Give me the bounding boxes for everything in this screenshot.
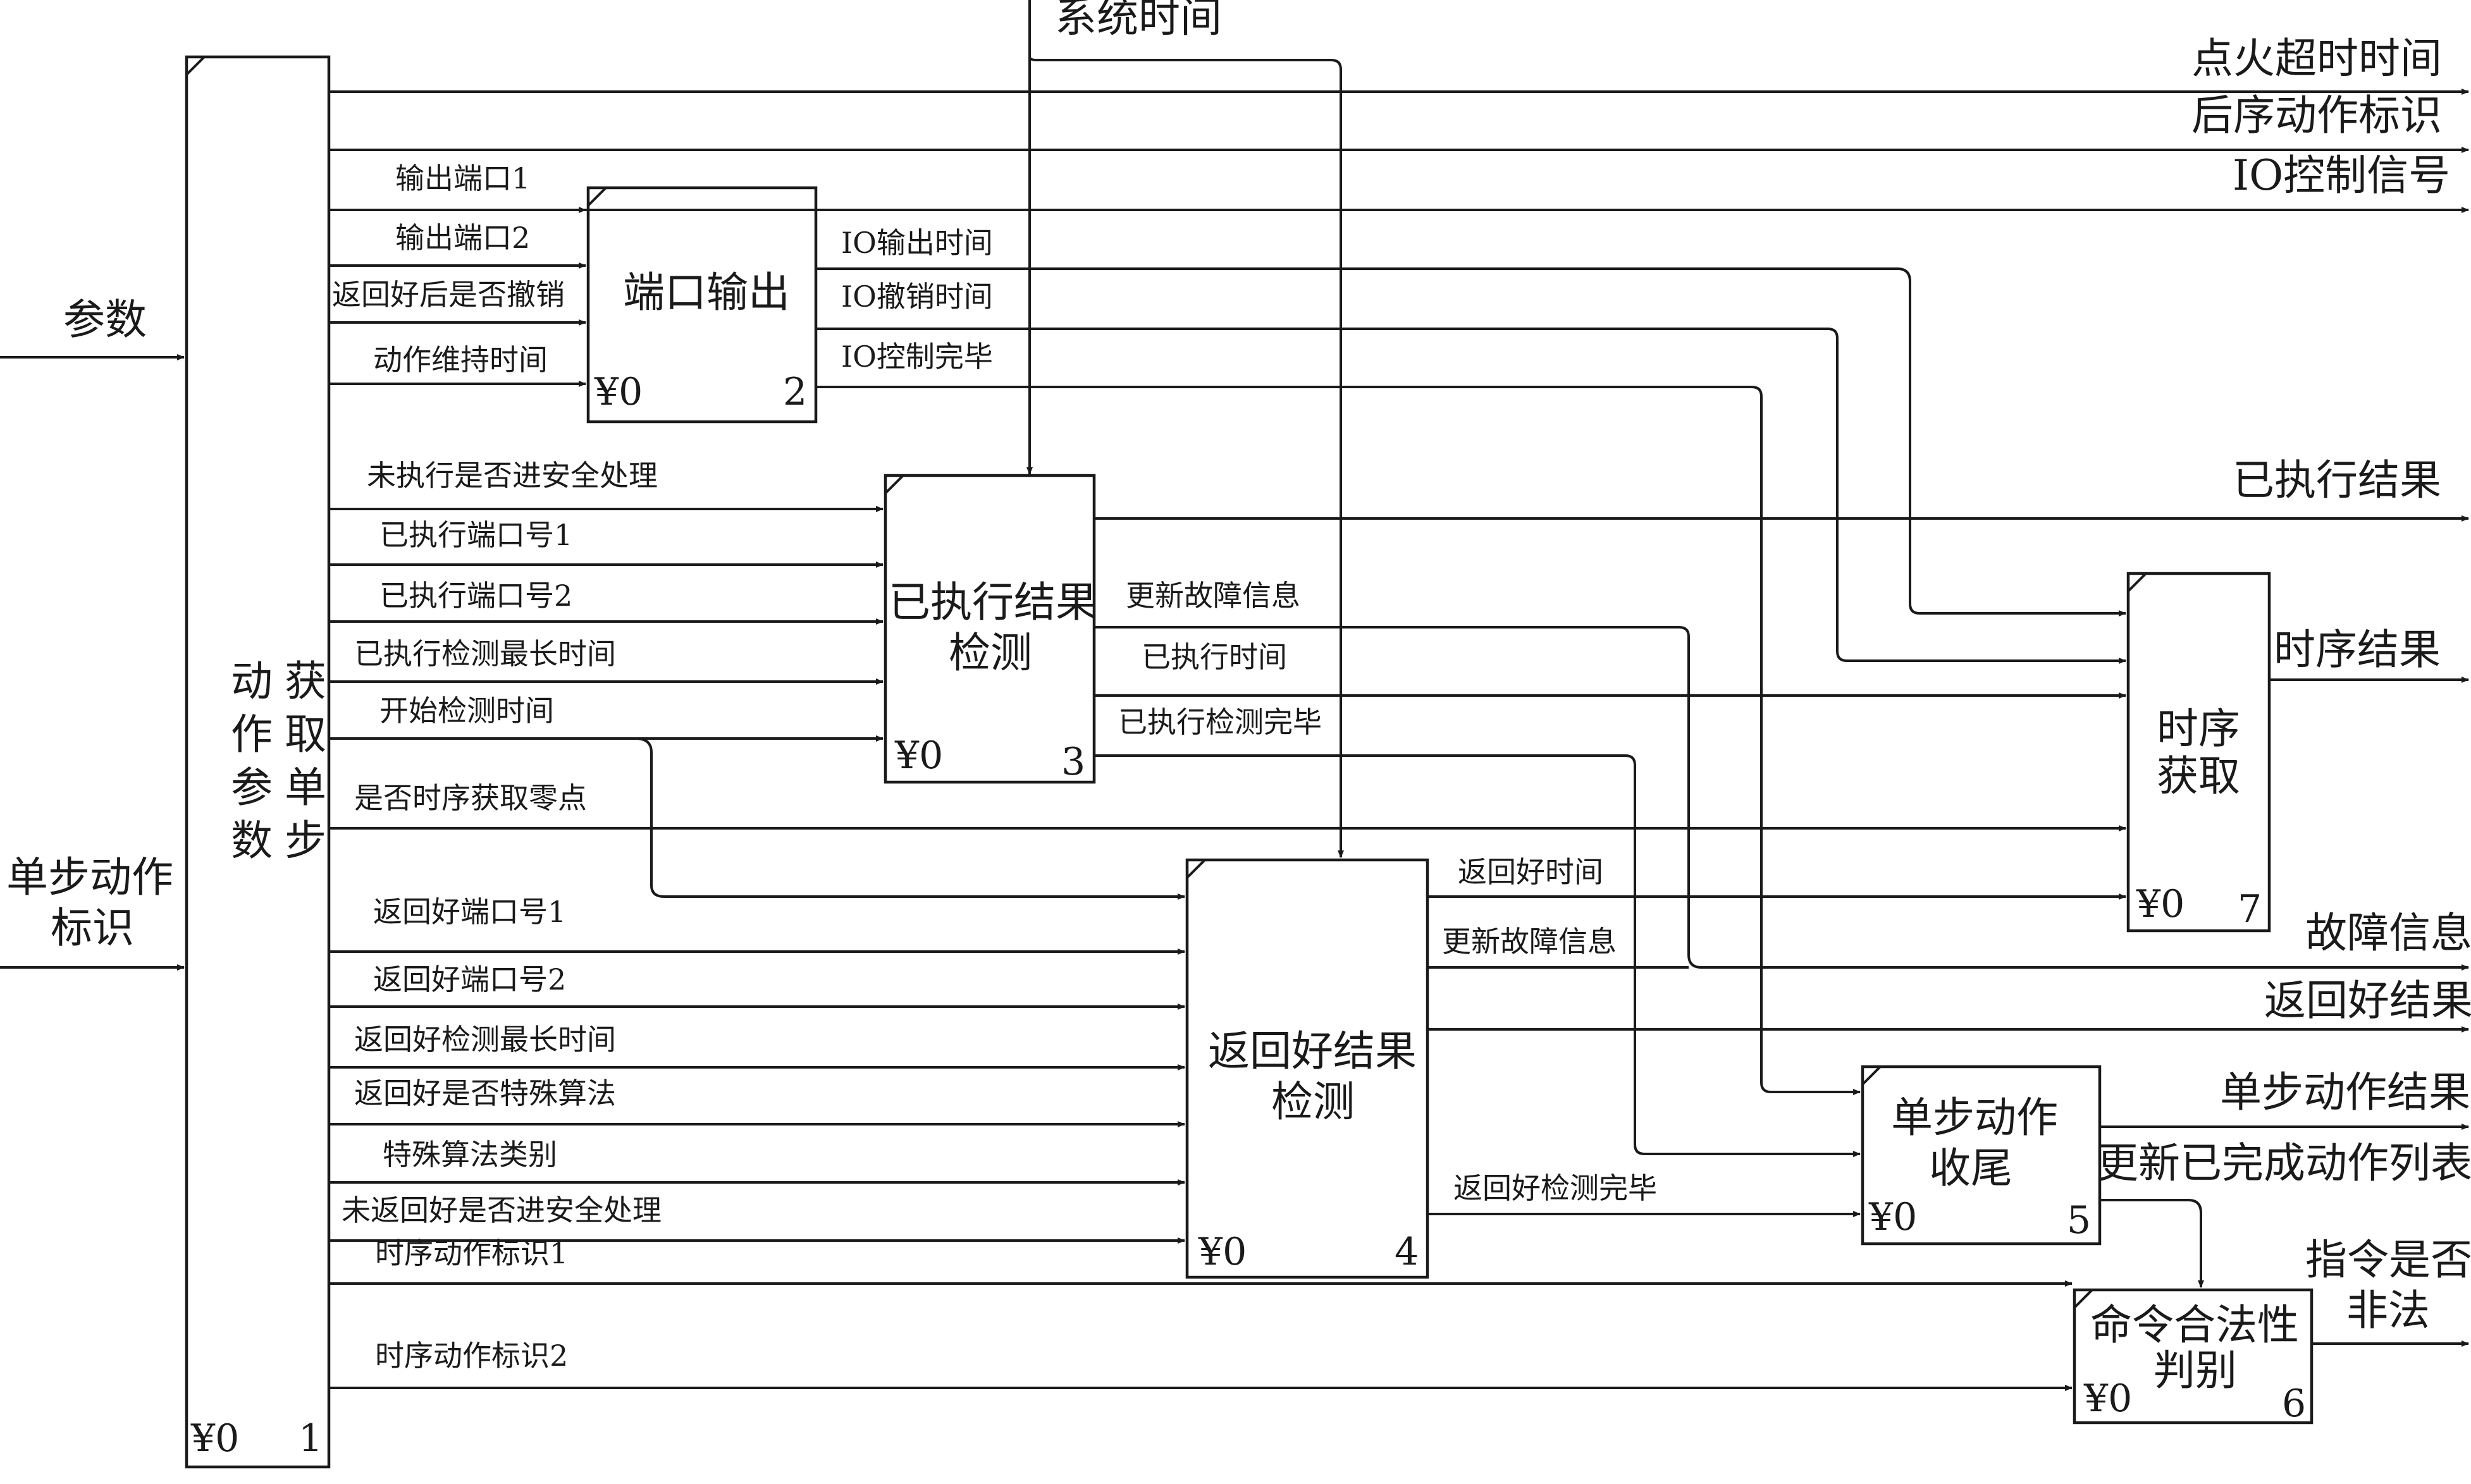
box1-to-box6: 时序动作标识1 时序动作标识2 [329,1236,2073,1391]
box-1: 获 取 单 步 动 作 参 数 ¥0 1 [185,55,340,1469]
label-start-detect-time: 开始检测时间 [379,694,554,728]
box6-tag: ¥0 [2083,1377,2132,1421]
label-unexec-safe: 未执行是否进安全处理 [367,458,658,493]
arrow-io-revoke-time [816,328,2126,664]
box6-title-1: 命令合法性 [2090,1301,2299,1349]
box4-outputs: 返回好时间 更新故障信息 故障信息 返回好结果 返回好检测完毕 [1427,855,2471,1217]
label-timing-zero: 是否时序获取零点 [354,781,587,815]
box6-outputs: 指令是否 非法 [2305,1236,2471,1347]
box1-num: 1 [299,1416,323,1461]
label-io-ctrl-signal: IO控制信号 [2233,151,2450,200]
box-6: 命令合法性 判别 ¥0 6 [2073,1288,2314,1426]
box2-tag: ¥0 [594,370,643,414]
box7-outputs: 时序结果 [2269,625,2469,683]
label-exec-port1: 已执行端口号1 [379,518,572,552]
label-fault-info: 故障信息 [2305,909,2471,957]
arrow-system-time-to-box4 [1028,56,1344,858]
box1-to-box4: 返回好端口号1 返回好端口号2 返回好检测最长时间 返回好是否特殊算法 特殊算法… [329,895,1185,1244]
box5-num: 5 [2067,1198,2091,1242]
box5-title-2: 收尾 [1929,1144,2012,1193]
arrow-io-out-time [816,267,2126,616]
label-cmd-illegal-1: 指令是否 [2305,1236,2471,1284]
label-exec-time: 已执行时间 [1142,640,1287,674]
box5-outputs: 单步动作结果 更新已完成动作列表 [2097,1068,2471,1288]
label-exec-detect-done: 已执行检测完毕 [1118,705,1322,739]
label-ignition-timeout: 点火超时时间 [2191,34,2442,83]
arrow-exec-detect-done [1094,754,1861,1157]
box7-title-1: 时序 [2157,704,2240,753]
label-action-hold-time: 动作维持时间 [373,343,548,377]
label-step-result: 单步动作结果 [2220,1068,2470,1117]
box6-title-2: 判别 [2154,1346,2237,1395]
box3-num: 3 [1061,740,1085,784]
arrow-start-detect-to-box4 [635,737,1185,900]
left-inputs: 参数 单步动作 标识 [0,295,185,971]
label-ret-max-time: 返回好检测最长时间 [354,1022,616,1057]
box-2: 端口输出 ¥0 2 [586,186,818,424]
box4-title-2: 检测 [1271,1077,1355,1126]
box7-tag: ¥0 [2136,882,2184,926]
label-io-ctrl-done: IO控制完毕 [841,340,993,374]
label-system-time: 系统时间 [1055,0,1222,42]
arrow-step-to-box6 [2100,1199,2204,1288]
box4-num: 4 [1395,1230,1419,1274]
box3-title-2: 检测 [949,629,1032,677]
box5-title-1: 单步动作 [1891,1093,2058,1142]
label-ret-time: 返回好时间 [1458,855,1603,889]
box1-tag: ¥0 [190,1416,239,1461]
box-7: 时序 获取 ¥0 7 [2126,572,2271,933]
box4-title-1: 返回好结果 [1208,1027,1417,1076]
label-update-done-list: 更新已完成动作列表 [2097,1139,2471,1187]
box3-outputs: 已执行结果 更新故障信息 已执行时间 已执行检测完毕 [1094,456,2469,1157]
system-time-control: 系统时间 [1026,0,1344,858]
box1-title-col1: 获 取 单 步 [285,657,340,865]
label-exec-max-time: 已执行检测最长时间 [354,637,616,671]
arrow-io-ctrl-done [816,386,1861,1095]
box7-title-2: 获取 [2157,752,2240,800]
label-update-fault-2: 更新故障信息 [1442,924,1617,959]
box2-outputs: IO输出时间 IO撤销时间 IO控制完毕 [816,226,2126,1095]
box2-num: 2 [783,370,807,414]
label-out-port2: 输出端口2 [395,221,530,255]
box-4: 返回好结果 检测 ¥0 4 [1185,858,1429,1279]
label-exec-port2: 已执行端口号2 [379,579,572,613]
label-ret-result: 返回好结果 [2264,976,2471,1025]
label-timing-flag1: 时序动作标识1 [375,1236,568,1270]
label-cmd-illegal-2: 非法 [2346,1286,2430,1335]
box1-title-col2: 动 作 参 数 [231,657,286,865]
box1-to-box3: 未执行是否进安全处理 已执行端口号1 已执行端口号2 已执行检测最长时间 开始检… [329,458,2126,900]
box4-tag: ¥0 [1198,1230,1247,1274]
box-3: 已执行结果 检测 ¥0 3 [884,474,1097,784]
label-timing-flag2: 时序动作标识2 [375,1339,568,1373]
label-ret-detect-done: 返回好检测完毕 [1453,1171,1657,1205]
label-out-port1: 输出端口1 [395,161,530,195]
label-unret-safe: 未返回好是否进安全处理 [342,1193,662,1227]
box5-tag: ¥0 [1868,1195,1917,1239]
label-ret-port2: 返回好端口号2 [373,962,566,996]
label-io-out-time: IO输出时间 [841,226,993,260]
box3-title-1: 已执行结果 [889,578,1097,627]
label-step-flag-1: 单步动作 [6,853,173,902]
label-ret-special-algo: 返回好是否特殊算法 [354,1076,616,1110]
arrow-update-fault-1 [1094,626,2469,971]
label-param: 参数 [63,295,147,344]
label-update-fault-1: 更新故障信息 [1126,579,1300,613]
box3-tag: ¥0 [894,733,943,778]
box1-direct-outputs: 点火超时时间 后序动作标识 IO控制信号 [329,34,2469,213]
label-revoke-after-ok: 返回好后是否撤销 [332,278,565,312]
label-step-flag-2: 标识 [51,904,134,952]
label-timing-result: 时序结果 [2274,625,2441,674]
box7-num: 7 [2238,887,2262,931]
box-5: 单步动作 收尾 ¥0 5 [1861,1065,2102,1246]
box6-num: 6 [2282,1382,2306,1426]
label-follow-action: 后序动作标识 [2191,91,2442,140]
label-exec-result: 已执行结果 [2233,456,2441,505]
box1-to-box2: 输出端口1 输出端口2 返回好后是否撤销 动作维持时间 [329,161,586,387]
label-io-revoke-time: IO撤销时间 [841,279,993,314]
label-ret-port1: 返回好端口号1 [373,895,566,929]
box2-title: 端口输出 [623,268,790,317]
label-special-algo-type: 特殊算法类别 [383,1138,557,1172]
